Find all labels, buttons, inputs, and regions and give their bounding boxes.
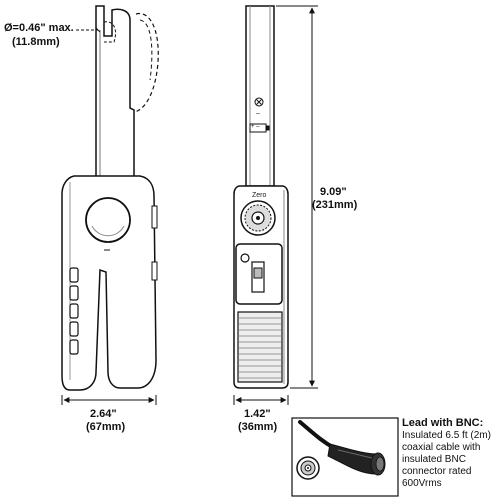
jaw-opening-metric-label: (11.8mm) xyxy=(12,36,60,48)
side-view xyxy=(61,5,159,391)
grip-lines xyxy=(238,317,282,379)
thickness-label: 1.42" xyxy=(244,408,271,420)
width-metric-label: (67mm) xyxy=(86,421,126,433)
lead-title: Lead with BNC: xyxy=(402,417,484,429)
front-shaft xyxy=(245,5,275,187)
front-view xyxy=(233,5,289,389)
clamp-body xyxy=(61,175,157,391)
height-metric-label: (231mm) xyxy=(312,199,358,211)
height-dimension xyxy=(276,5,318,389)
zero-label: Zero xyxy=(252,192,267,199)
jaw-opening-label: Ø=0.46" max. xyxy=(4,22,74,34)
jaw-opening-leader xyxy=(76,27,101,33)
plus-minus-symbol: + – xyxy=(251,124,260,130)
jaw-arm xyxy=(95,5,135,181)
width-dimension xyxy=(61,395,157,405)
thickness-dimension xyxy=(233,395,289,405)
lead-description: Insulated 6.5 ft (2m) coaxial cable with… xyxy=(402,430,491,489)
minus-symbol: – xyxy=(256,110,260,117)
width-label: 2.64" xyxy=(90,408,117,420)
bnc-connector-icon xyxy=(296,456,320,480)
trigger-button xyxy=(85,197,131,243)
grip-ribs xyxy=(69,267,79,355)
grip-texture xyxy=(237,311,283,383)
open-jaw-dashed-outline xyxy=(133,12,159,113)
thickness-metric-label: (36mm) xyxy=(238,421,278,433)
height-label: 9.09" xyxy=(320,186,347,198)
bnc-lead-inset xyxy=(291,417,399,497)
indicator-led xyxy=(240,253,250,263)
